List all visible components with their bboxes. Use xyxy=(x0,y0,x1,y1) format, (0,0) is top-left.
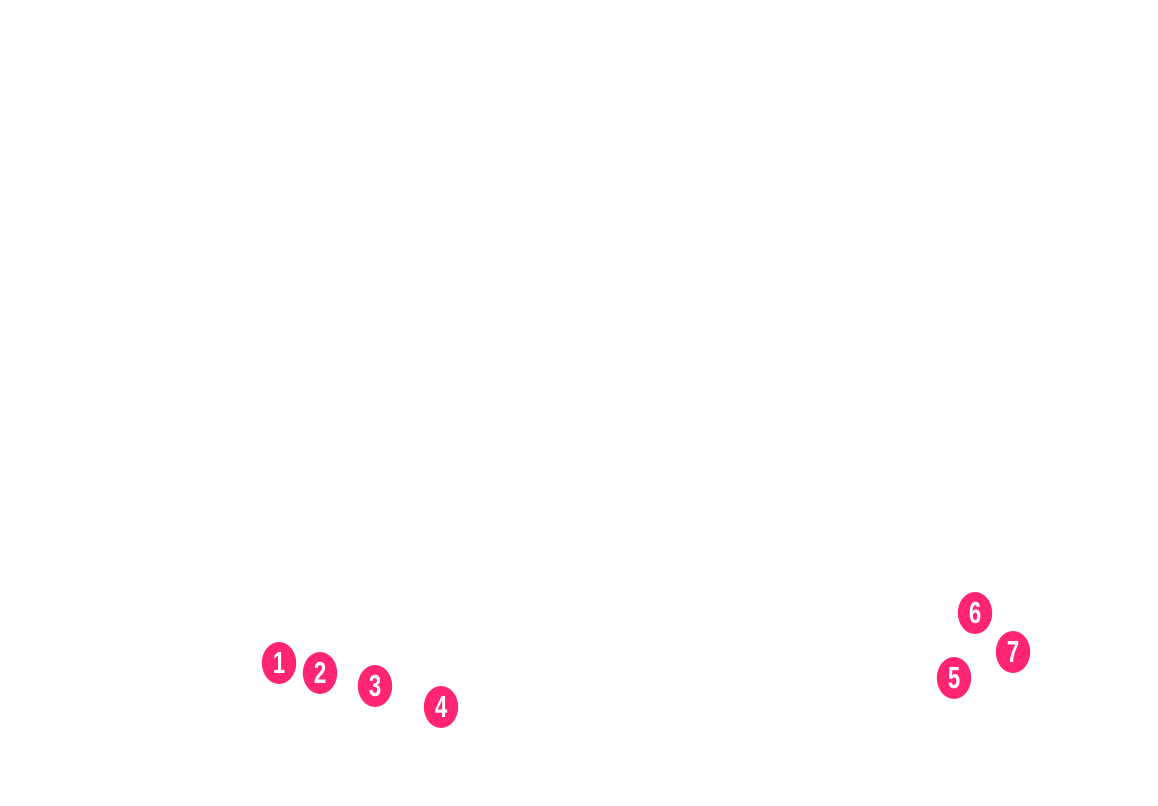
numbered-marker-4[interactable]: 4 xyxy=(423,686,459,728)
numbered-marker-1[interactable]: 1 xyxy=(261,642,297,684)
marker-label: 7 xyxy=(1006,634,1020,669)
marker-label: 3 xyxy=(368,668,382,703)
numbered-marker-5[interactable]: 5 xyxy=(936,657,972,699)
marker-label: 5 xyxy=(947,660,961,695)
numbered-marker-2[interactable]: 2 xyxy=(302,652,338,694)
marker-label: 6 xyxy=(968,595,982,630)
numbered-marker-6[interactable]: 6 xyxy=(957,592,993,634)
numbered-marker-7[interactable]: 7 xyxy=(995,631,1031,673)
marker-label: 1 xyxy=(272,645,286,680)
marker-label: 2 xyxy=(313,655,327,690)
numbered-marker-3[interactable]: 3 xyxy=(357,665,393,707)
marker-label: 4 xyxy=(434,689,448,724)
